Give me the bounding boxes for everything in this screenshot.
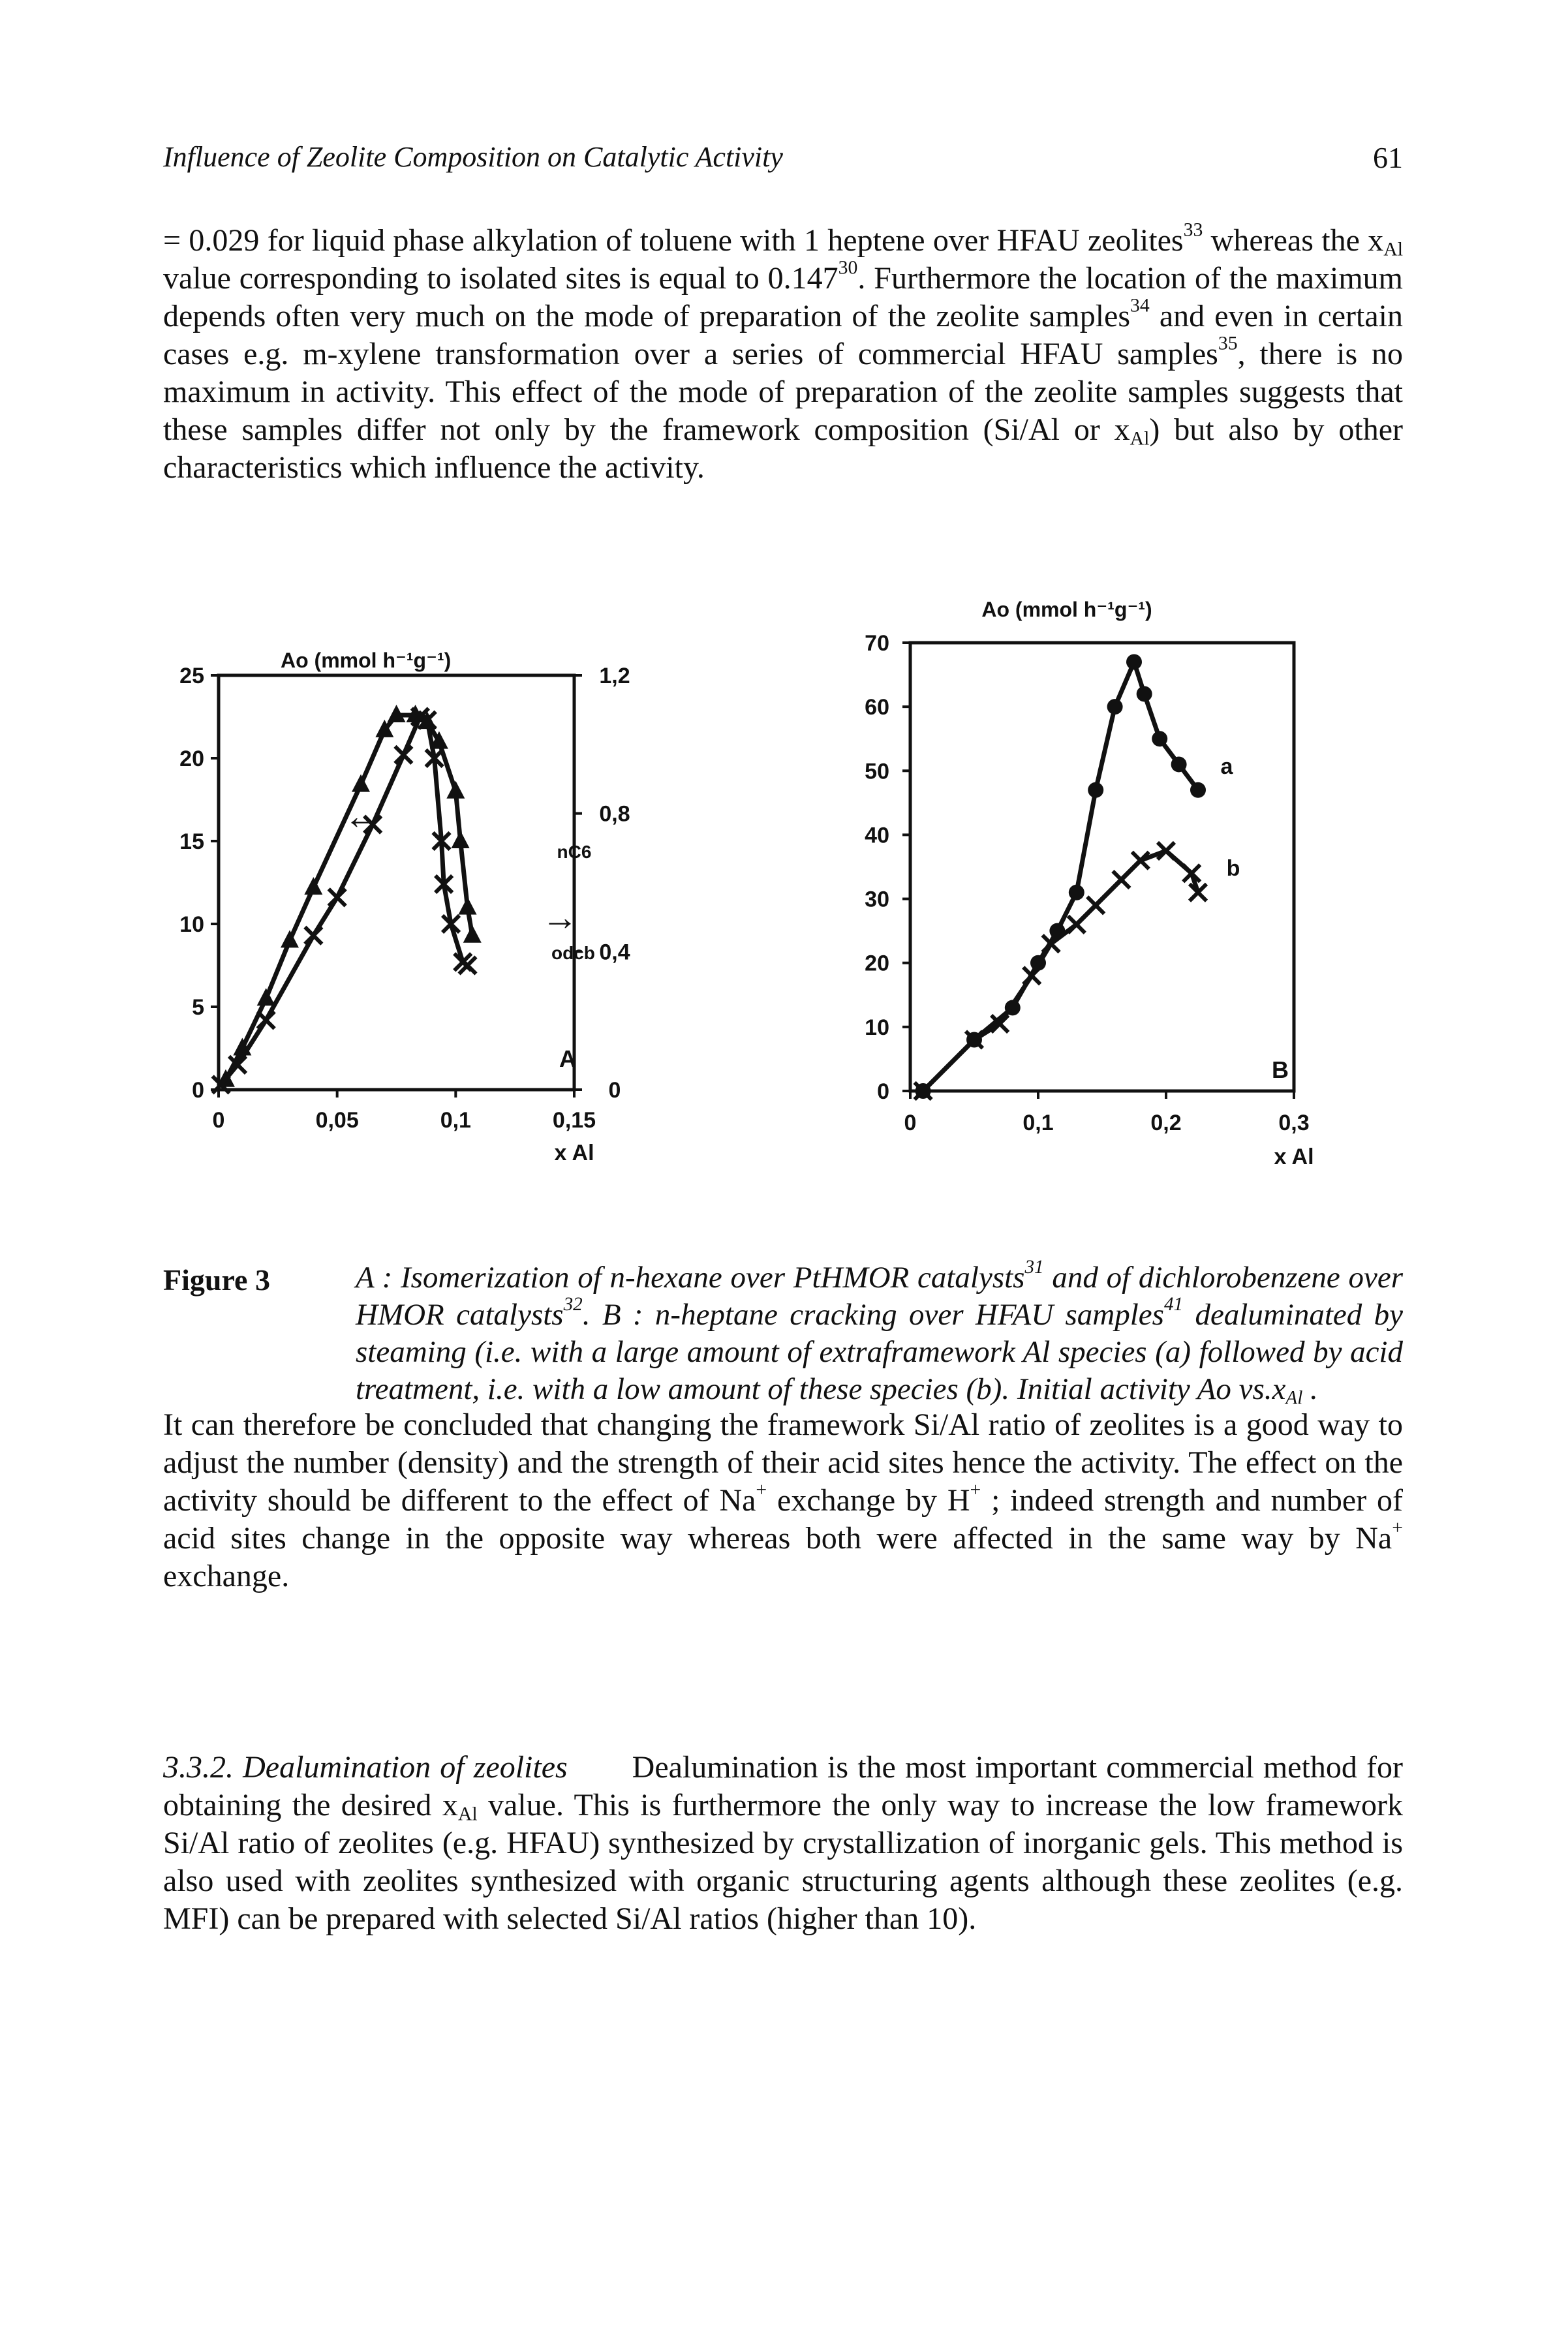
data-point-odcb bbox=[440, 914, 461, 934]
x-tick-label-a: 0,1 bbox=[440, 1108, 471, 1133]
data-point-a bbox=[1152, 731, 1168, 747]
data-point-odcb bbox=[211, 1075, 231, 1095]
paragraph-intro: = 0.029 for liquid phase alkylation of t… bbox=[163, 219, 1404, 485]
data-point-nc6 bbox=[446, 780, 465, 799]
series-label-b: b bbox=[1227, 856, 1240, 881]
data-point-odcb bbox=[363, 814, 383, 835]
paragraph-conclusion: It can therefore be concluded that chang… bbox=[163, 1407, 1404, 1593]
y-tick-label-a: 0 bbox=[192, 1078, 204, 1103]
running-header: Influence of Zeolite Composition on Cata… bbox=[163, 140, 1403, 186]
data-point-a bbox=[1136, 686, 1152, 702]
data-point-a bbox=[1171, 756, 1187, 773]
data-point-odcb bbox=[434, 874, 454, 895]
panel-label-a: A bbox=[559, 1045, 576, 1072]
data-point-nc6 bbox=[281, 930, 299, 948]
x-tick-label-b: 0,2 bbox=[1150, 1111, 1181, 1135]
plot-frame-a bbox=[217, 673, 576, 1092]
data-point-odcb bbox=[417, 710, 437, 730]
data-point-a bbox=[1068, 884, 1084, 900]
running-title: Influence of Zeolite Composition on Cata… bbox=[163, 141, 783, 173]
data-point-odcb bbox=[431, 831, 452, 852]
data-point-odcb bbox=[227, 1054, 248, 1075]
y-tick-label-a: 5 bbox=[192, 995, 204, 1020]
data-point-nc6 bbox=[429, 731, 448, 749]
data-point-nc6 bbox=[451, 831, 470, 848]
data-point-b bbox=[1182, 863, 1202, 883]
chart-panel-b: 0 10 20 30 40 50 60 70 0 0,1 0,2 0,3 x Al Ao (mmol h⁻… bbox=[865, 598, 1314, 1169]
data-point-b bbox=[1086, 895, 1106, 915]
y-tick-label-b: 10 bbox=[865, 1015, 889, 1040]
y-tick-label-b: 60 bbox=[865, 695, 889, 720]
chart-panel-a: 0 5 10 15 20 25 0 0,4 0,8 1,2 0 0,05 0,1 0,15 x Al Ao (… bbox=[179, 649, 630, 1165]
arrow-left-annotation: ← bbox=[344, 795, 380, 837]
data-point-nc6 bbox=[304, 877, 323, 895]
data-point-b bbox=[1066, 914, 1086, 934]
data-point-nc6 bbox=[458, 897, 477, 915]
data-point-nc6 bbox=[256, 988, 275, 1006]
data-point-b bbox=[913, 1081, 933, 1101]
series-label-nc6: nC6 bbox=[557, 842, 592, 862]
data-point-a bbox=[1126, 654, 1142, 670]
y2-tick-label-a: 0 bbox=[609, 1078, 621, 1103]
y-tick-label-a: 20 bbox=[179, 746, 204, 771]
x-axis-label-a: x Al bbox=[554, 1141, 594, 1165]
y2-tick-label-a: 0,8 bbox=[599, 802, 630, 827]
series-line-a bbox=[921, 659, 1201, 1094]
x-tick-label-a: 0 bbox=[213, 1108, 225, 1133]
series-label-a: a bbox=[1221, 754, 1234, 779]
y-tick-label-b: 40 bbox=[865, 823, 889, 848]
x-axis-label-b: x Al bbox=[1274, 1144, 1314, 1169]
figure-label: Figure 3 bbox=[163, 1263, 270, 1297]
data-point-b bbox=[964, 1030, 985, 1050]
y-tick-label-b: 0 bbox=[877, 1079, 889, 1104]
data-point-b bbox=[1130, 850, 1150, 870]
data-point-nc6 bbox=[375, 719, 394, 737]
x-tick-label-b: 0,1 bbox=[1022, 1111, 1053, 1135]
figure-caption: A : Isomerization of n-hexane over PtHMO… bbox=[356, 1257, 1404, 1409]
data-point-odcb bbox=[327, 887, 347, 908]
data-point-nc6 bbox=[463, 925, 482, 943]
series-line-odcb bbox=[219, 714, 470, 1087]
y-tick-label-b: 50 bbox=[865, 759, 889, 784]
arrow-right-annotation: → bbox=[542, 897, 578, 938]
data-point-b bbox=[1022, 966, 1042, 986]
y2-tick-label-a: 1,2 bbox=[599, 664, 630, 688]
y-tick-label-a: 10 bbox=[179, 912, 204, 937]
data-point-b bbox=[990, 1013, 1010, 1034]
data-point-b bbox=[1041, 934, 1061, 954]
y-tick-label-a: 25 bbox=[179, 664, 204, 688]
x-tick-label-b: 0,3 bbox=[1278, 1111, 1309, 1135]
data-point-b bbox=[1111, 870, 1131, 890]
panel-label-b: B bbox=[1272, 1056, 1289, 1083]
y-axis-label-b: Ao (mmol h⁻¹g⁻¹) bbox=[981, 598, 1152, 621]
data-point-b bbox=[1188, 882, 1208, 902]
series-line-b bbox=[921, 848, 1201, 1094]
page-number: 61 bbox=[1373, 141, 1403, 174]
y-tick-label-b: 30 bbox=[865, 887, 889, 912]
section-heading: 3.3.2. Dealumination of zeolites bbox=[163, 1750, 568, 1785]
x-tick-label-b: 0 bbox=[904, 1111, 917, 1135]
plot-frame-b bbox=[908, 641, 1296, 1093]
series-label-odcb: odcb bbox=[551, 943, 595, 963]
data-point-a bbox=[1088, 782, 1104, 798]
y-tick-label-b: 70 bbox=[865, 631, 889, 656]
data-point-odcb bbox=[303, 925, 324, 945]
data-point-a bbox=[1190, 782, 1206, 798]
data-point-odcb bbox=[393, 745, 414, 765]
data-point-odcb bbox=[457, 955, 478, 975]
section-3-3-2-paragraph: 3.3.2. Dealumination of zeolites Dealumi… bbox=[163, 1750, 1403, 1936]
data-point-b bbox=[1156, 840, 1176, 861]
data-point-a bbox=[1107, 699, 1123, 715]
data-point-nc6 bbox=[352, 774, 370, 792]
y-tick-label-a: 15 bbox=[179, 829, 204, 854]
x-tick-label-a: 0,15 bbox=[553, 1108, 596, 1133]
y-axis-label-a: Ao (mmol h⁻¹g⁻¹) bbox=[281, 649, 451, 672]
y-tick-label-b: 20 bbox=[865, 951, 889, 976]
figure-3-charts: 0 5 10 15 20 25 0 0,4 0,8 1,2 0 0,05 0,1 0,15 x Al Ao (… bbox=[179, 598, 1314, 1169]
data-point-nc6 bbox=[387, 704, 406, 722]
y2-tick-label-a: 0,4 bbox=[599, 940, 630, 964]
data-point-odcb bbox=[256, 1010, 276, 1030]
x-tick-label-a: 0,05 bbox=[316, 1108, 359, 1133]
data-point-odcb bbox=[424, 748, 444, 769]
